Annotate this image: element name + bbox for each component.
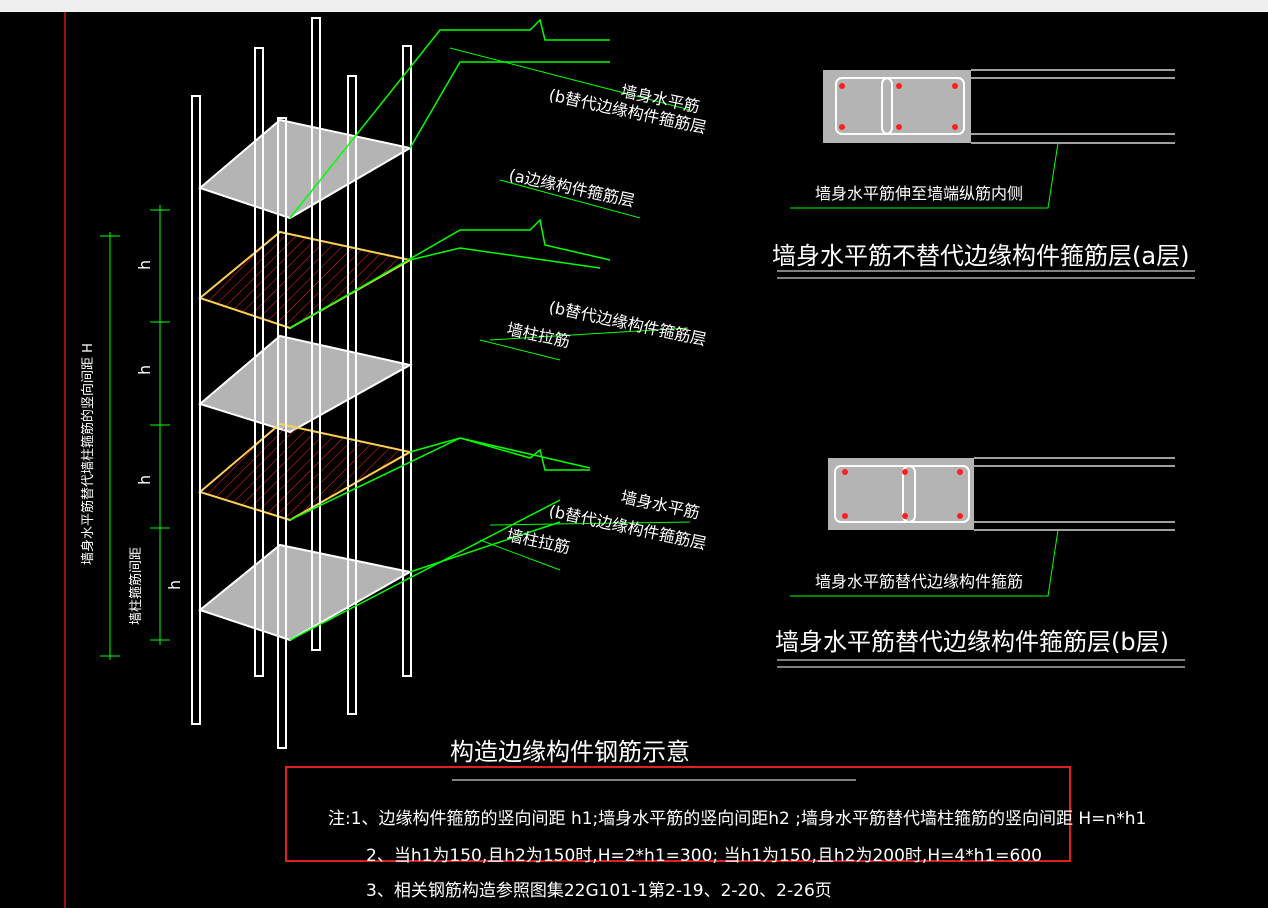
dim-h-1: h <box>135 260 154 270</box>
label-wall-col-tie-2: 墙柱拉筋 <box>505 525 572 557</box>
main-title: 构造边缘构件钢筋示意 <box>450 738 690 766</box>
vertical-bars <box>191 17 412 749</box>
wall-horizontal-bars <box>289 18 611 641</box>
stirrup-layer-1 <box>198 118 413 220</box>
leader-lines <box>449 47 691 571</box>
section-b-detail <box>777 457 1185 668</box>
stirrup-layer-5 <box>197 543 413 642</box>
section-a-callout: 墙身水平筋伸至墙端纵筋内侧 <box>815 184 1023 203</box>
cad-drawing-svg: 墙身水平筋 (b替代边缘构件箍筋层 (a边缘构件箍筋层 (b替代边缘构件箍筋层 … <box>64 12 1195 908</box>
cad-drawing-canvas: 墙身水平筋 (b替代边缘构件箍筋层 (a边缘构件箍筋层 (b替代边缘构件箍筋层 … <box>0 12 1268 908</box>
dimension-lines <box>100 205 170 660</box>
note-line-2: 2、当h1为150,且h2为150时,H=2*h1=300; 当h1为150,且… <box>366 846 1042 866</box>
dim-vertical-H-label: 墙身水平筋替代墙柱箍筋的竖向间距 H <box>80 343 96 565</box>
section-b-callout: 墙身水平筋替代边缘构件箍筋 <box>815 572 1023 591</box>
label-b-layer-2: (b替代边缘构件箍筋层 <box>547 297 708 349</box>
notes-highlight-box <box>285 766 1071 862</box>
section-a-title: 墙身水平筋不替代边缘构件箍筋层(a层) <box>772 242 1189 270</box>
note-line-1: 注:1、边缘构件箍筋的竖向间距 h1;墙身水平筋的竖向间距h2 ;墙身水平筋替代… <box>328 809 1147 829</box>
section-a-detail <box>777 69 1195 279</box>
dim-h-2: h <box>135 365 154 375</box>
stirrup-layer-3 <box>197 334 413 434</box>
dim-vertical-h-label: 墙柱箍筋间距 <box>128 547 144 625</box>
stirrup-layer-4-hatched <box>197 422 413 522</box>
label-wall-horiz-bar-2: 墙身水平筋 <box>619 487 701 522</box>
dim-h-4: h <box>165 580 184 590</box>
section-b-title: 墙身水平筋替代边缘构件箍筋层(b层) <box>775 628 1169 656</box>
top-toolbar-strip <box>0 0 1268 12</box>
label-a-layer: (a边缘构件箍筋层 <box>507 165 636 210</box>
rebar-cage-isometric <box>100 17 691 749</box>
label-wall-col-tie-1: 墙柱拉筋 <box>505 319 572 351</box>
stirrup-layer-2-hatched <box>197 230 413 330</box>
note-line-3: 3、相关钢筋构造参照图集22G101-1第2-19、2-20、2-26页 <box>366 881 832 901</box>
dim-h-3: h <box>135 475 154 485</box>
